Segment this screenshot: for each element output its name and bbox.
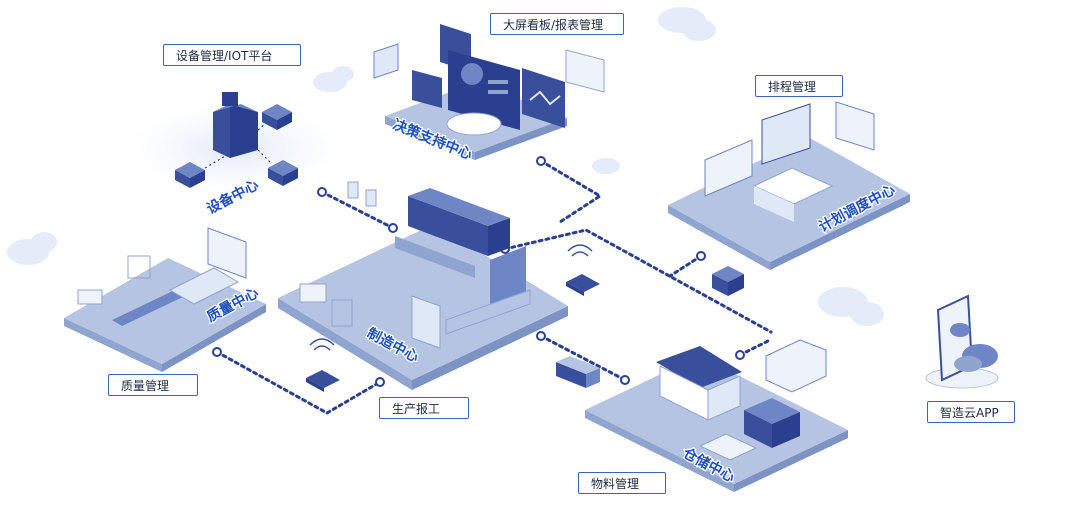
cloud-decoration-5 bbox=[592, 158, 620, 174]
label-smart-cloud-app: 智造云APP bbox=[927, 401, 1015, 423]
mobile-cloud-app-icon bbox=[925, 294, 999, 389]
label-scheduling: 排程管理 bbox=[755, 75, 843, 97]
inspection-line-icon bbox=[77, 227, 247, 326]
server-building-icon bbox=[213, 92, 258, 158]
cloud-decoration-2 bbox=[313, 66, 354, 92]
wifi-router-icon bbox=[306, 244, 600, 392]
plan-screens-icon bbox=[704, 101, 875, 222]
iot-device-icon bbox=[175, 104, 298, 188]
platform-warehouse-center bbox=[585, 356, 848, 492]
warehouse-building-icon bbox=[656, 339, 827, 461]
cloud-decoration-3 bbox=[7, 232, 57, 265]
label-dashboard-reports: 大屏看板/报表管理 bbox=[490, 13, 624, 35]
label-production-report: 生产报工 bbox=[379, 397, 469, 419]
signal-links bbox=[204, 123, 271, 169]
cloud-decoration-1 bbox=[658, 7, 716, 41]
connection-lines bbox=[215, 159, 773, 415]
dashboard-screens-icon bbox=[373, 24, 605, 136]
label-device-management: 设备管理/IOT平台 bbox=[163, 44, 301, 66]
package-box-icon bbox=[712, 266, 744, 296]
platform-quality-center bbox=[64, 258, 266, 372]
delivery-van-icon bbox=[556, 356, 600, 388]
label-material-management: 物料管理 bbox=[578, 472, 666, 494]
cloud-decoration-4 bbox=[818, 287, 884, 326]
production-machines-icon bbox=[299, 181, 531, 349]
label-quality-management: 质量管理 bbox=[108, 374, 198, 396]
